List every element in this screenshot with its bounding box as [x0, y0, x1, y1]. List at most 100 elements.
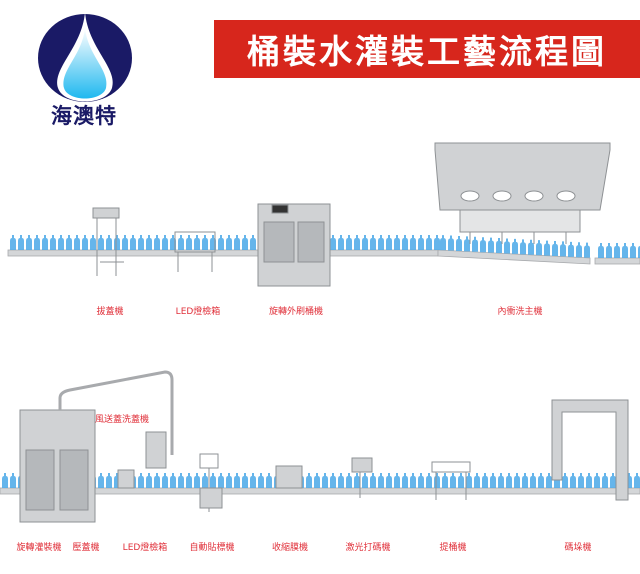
bottle	[528, 239, 534, 255]
bottle	[456, 235, 462, 251]
bottle	[18, 235, 24, 250]
bottle	[538, 473, 544, 488]
label-capper: 壓蓋機	[72, 543, 100, 553]
bottle	[266, 473, 272, 488]
bottle	[506, 473, 512, 488]
bottle	[594, 473, 600, 488]
bottle	[570, 473, 576, 488]
bottle	[496, 238, 502, 254]
bottle	[74, 235, 80, 250]
bottle	[466, 473, 472, 488]
bottle	[66, 235, 72, 250]
bottle	[386, 473, 392, 488]
palletizer-machine	[551, 399, 629, 501]
bottle	[194, 473, 200, 488]
label-rotary-brush: 旋轉外刷桶機	[268, 307, 324, 317]
bottle	[586, 473, 592, 488]
bottle	[630, 243, 636, 258]
logo-text: 海澳特	[51, 104, 117, 128]
label-shrink-film: 收縮膜機	[271, 543, 309, 553]
bottle	[362, 473, 368, 488]
bottle	[576, 242, 582, 258]
bottle	[622, 243, 628, 258]
bottle	[362, 235, 368, 250]
bottle	[378, 473, 384, 488]
bottle	[402, 235, 408, 250]
bottle	[58, 235, 64, 250]
bottle	[498, 473, 504, 488]
label-cap-washer: 風送蓋洗蓋機	[94, 415, 150, 425]
bottle	[202, 235, 208, 250]
bottle	[402, 473, 408, 488]
bottle	[530, 473, 536, 488]
bottle	[162, 473, 168, 488]
bottle	[448, 235, 454, 251]
bottle	[106, 235, 112, 250]
bottle	[370, 473, 376, 488]
bottle	[354, 235, 360, 250]
bottle	[370, 235, 376, 250]
bottle	[440, 235, 446, 251]
bottle	[610, 473, 616, 488]
rotary-filling-machine	[19, 370, 174, 523]
bottle	[234, 473, 240, 488]
bottle	[10, 473, 16, 488]
bottle	[354, 473, 360, 488]
bottle	[562, 473, 568, 488]
bottle	[410, 473, 416, 488]
label-labeler: 自動貼標機	[189, 543, 235, 553]
bottle	[186, 473, 192, 488]
bottle	[178, 473, 184, 488]
bottle	[338, 473, 344, 488]
bottle	[394, 473, 400, 488]
bottle	[464, 236, 470, 252]
bucket-lifter-machine	[431, 461, 471, 500]
bottle	[170, 473, 176, 488]
bottle	[598, 243, 604, 258]
label-led-inspection-1: LED燈檢箱	[175, 307, 221, 317]
bottle	[552, 241, 558, 256]
bottle	[514, 473, 520, 488]
bottle	[10, 235, 16, 250]
bottle	[338, 235, 344, 250]
bottle	[50, 235, 56, 250]
bottle	[226, 473, 232, 488]
bottle	[138, 235, 144, 250]
bottle	[242, 473, 248, 488]
bottle	[394, 235, 400, 250]
bottle	[544, 240, 550, 256]
bottle	[98, 235, 104, 250]
company-logo	[30, 8, 140, 128]
bottle	[122, 235, 128, 250]
rinsing-main-machine	[434, 142, 611, 244]
bottle	[242, 235, 248, 250]
bottle	[218, 473, 224, 488]
bottle	[42, 235, 48, 250]
bottle	[106, 473, 112, 488]
bottle	[186, 235, 192, 250]
bottle	[434, 235, 440, 250]
bottle	[234, 235, 240, 250]
cap-washer-machine	[145, 431, 167, 469]
bottle	[250, 473, 256, 488]
bottle	[482, 473, 488, 488]
bottle	[226, 235, 232, 250]
label-led-inspection-2: LED燈檢箱	[122, 543, 168, 553]
bottle	[568, 241, 574, 257]
label-rinsing-main: 內衝洗主機	[497, 307, 543, 317]
bottle	[218, 235, 224, 250]
bottle	[426, 473, 432, 488]
bottle	[346, 473, 352, 488]
bottle	[578, 473, 584, 488]
page-title: 桶裝水灌裝工藝流程圖	[247, 32, 607, 71]
bottle	[474, 473, 480, 488]
labeling-machine	[199, 487, 223, 509]
bottle	[426, 235, 432, 250]
bottle	[346, 235, 352, 250]
bottle	[480, 237, 486, 253]
decapper-machine	[92, 207, 124, 276]
bottle	[210, 473, 216, 488]
bottle	[34, 235, 40, 250]
rotary-brush-machine	[257, 203, 331, 287]
bottle	[26, 235, 32, 250]
